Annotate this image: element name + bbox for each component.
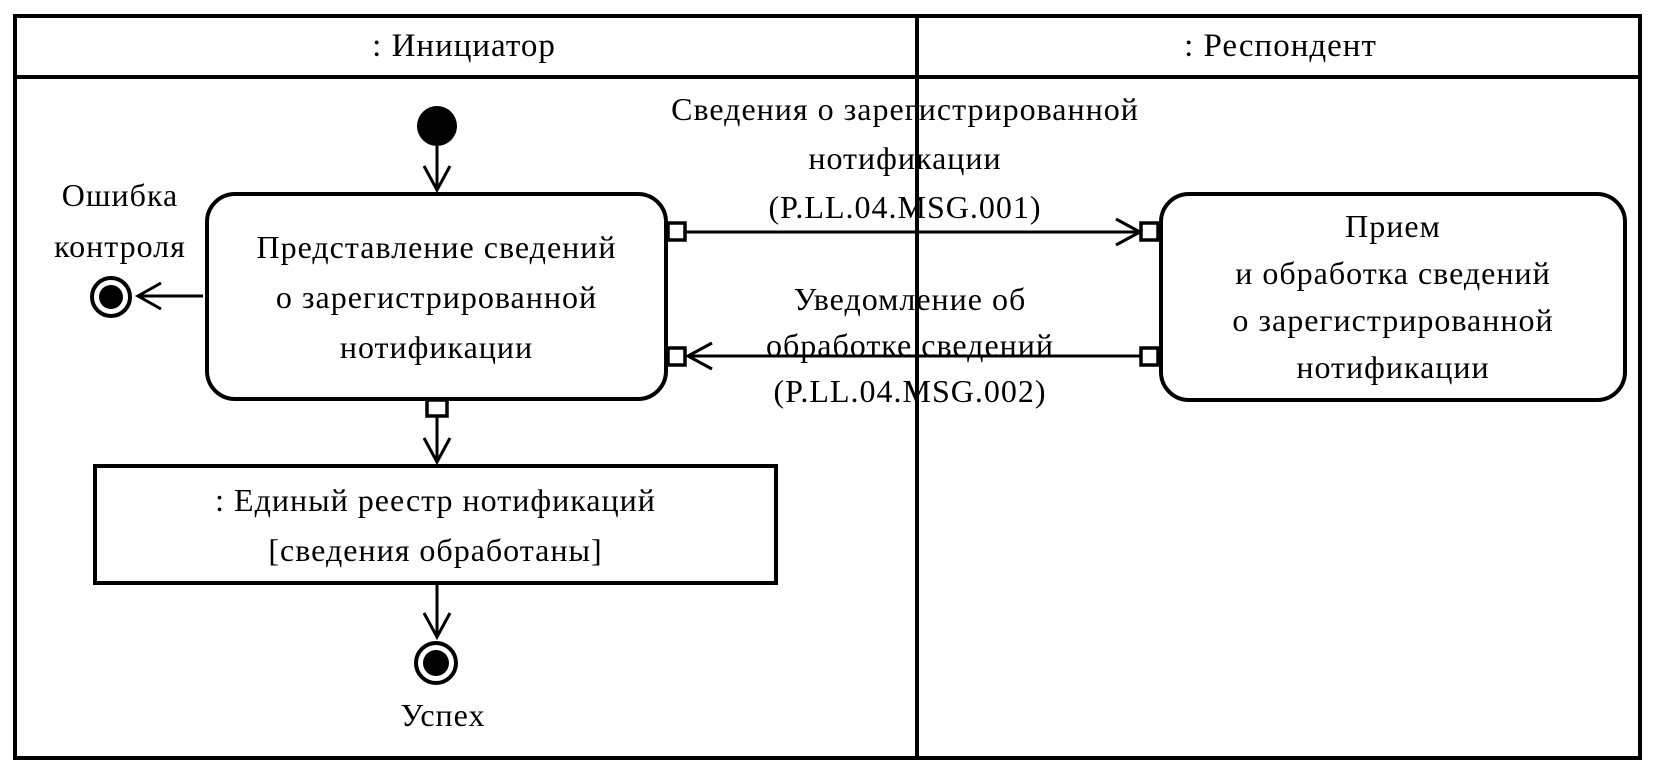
message-msg001-line3: (P.LL.04.MSG.001) <box>768 189 1042 225</box>
lane-header-initiator-label: : Инициатор <box>372 28 556 64</box>
action-receive-line1: Прием <box>1345 208 1441 244</box>
object-node-registry: : Единый реестр нотификаций [сведения об… <box>93 464 778 585</box>
action-present-line3: нотификации <box>339 328 534 365</box>
error-label: Ошибка контроля <box>30 170 210 272</box>
message-label-msg002: Уведомление об обработке сведений (P.LL.… <box>650 276 1170 414</box>
action-present-line2: о зарегистрированной <box>275 278 598 315</box>
lane-divider <box>915 14 919 760</box>
action-receive-line3: о зарегистрированной <box>1232 302 1554 338</box>
action-state-present-info: Представление сведений о зарегистрирован… <box>205 192 668 401</box>
object-registry-line1: : Единый реестр нотификаций <box>215 481 656 518</box>
lane-header-respondent-label: : Респондент <box>1184 28 1377 64</box>
lane-header-initiator: : Инициатор <box>13 18 915 75</box>
action-receive-line2: и обработка сведений <box>1235 255 1551 291</box>
action-receive-line4: нотификации <box>1296 349 1490 385</box>
action-present-line1: Представление сведений <box>256 228 617 265</box>
message-msg002-line2: обработке сведений <box>765 327 1055 363</box>
message-msg002-line1: Уведомление об <box>793 281 1027 317</box>
action-state-receive-process: Прием и обработка сведений о зарегистрир… <box>1159 192 1627 402</box>
error-label-line1: Ошибка <box>61 177 179 213</box>
error-label-line2: контроля <box>54 228 186 264</box>
message-msg002-line3: (P.LL.04.MSG.002) <box>773 373 1047 409</box>
message-msg001-line1: Сведения о зарегистрированной <box>671 91 1139 127</box>
success-label-text: Успех <box>400 697 486 733</box>
success-label: Успех <box>343 697 543 734</box>
diagram-frame <box>13 14 1642 760</box>
object-registry-line2: [сведения обработаны] <box>268 531 603 568</box>
message-label-msg001: Сведения о зарегистрированной нотификаци… <box>610 85 1200 232</box>
lane-header-respondent: : Респондент <box>919 18 1642 75</box>
lane-header-separator <box>13 75 1642 79</box>
message-msg001-line2: нотификации <box>808 140 1002 176</box>
